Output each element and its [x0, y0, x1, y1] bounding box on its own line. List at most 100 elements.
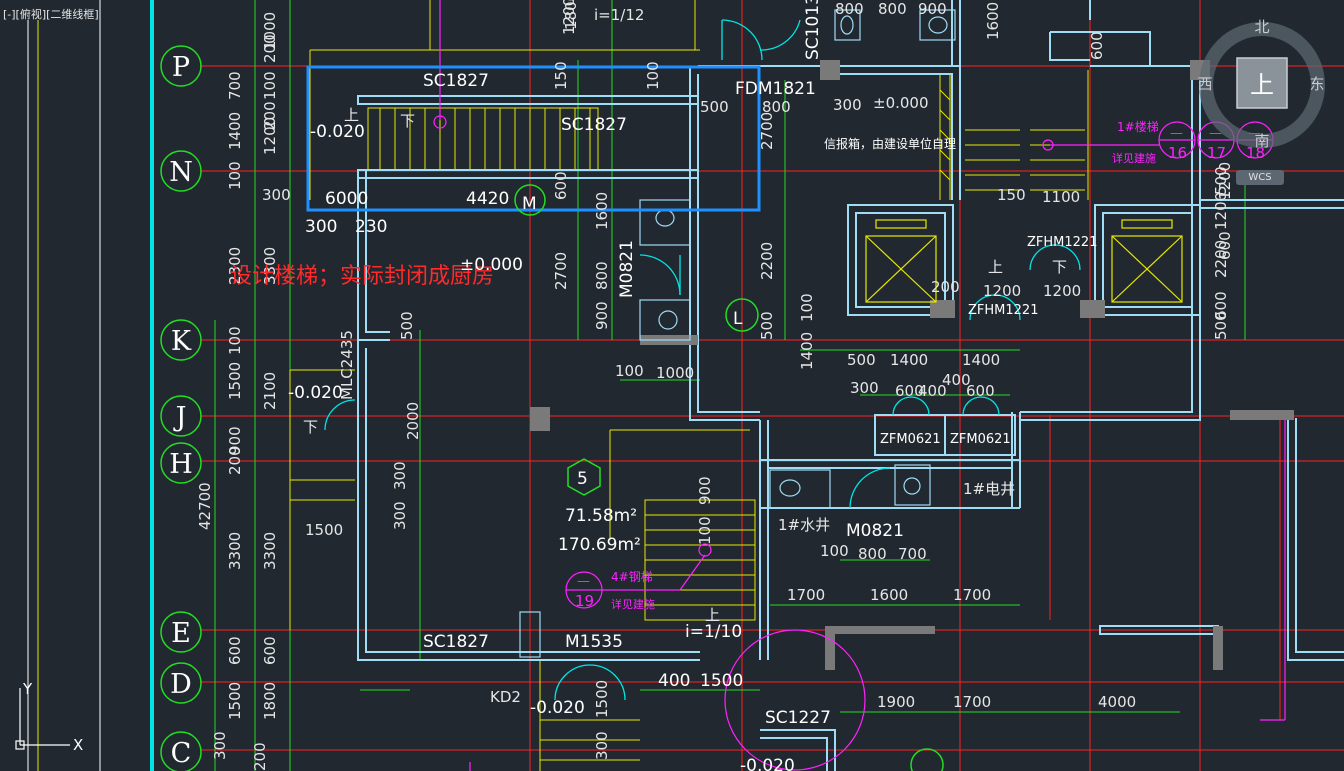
wcs-dropdown[interactable]: WCS	[1236, 170, 1284, 185]
svg-text:1700: 1700	[953, 586, 991, 604]
svg-text:200: 200	[931, 278, 960, 296]
svg-text:1000: 1000	[656, 364, 694, 382]
dimension-lines	[214, 0, 1246, 771]
svg-text:200: 200	[261, 101, 279, 130]
svg-text:800: 800	[762, 98, 791, 116]
viewcube-widget[interactable]: 上 北 南 东 西	[1195, 18, 1330, 153]
svg-text:1200: 1200	[1216, 162, 1234, 200]
svg-text:300: 300	[850, 379, 879, 397]
svg-text:200: 200	[261, 34, 279, 63]
svg-text:5: 5	[577, 469, 588, 489]
svg-text:1200: 1200	[261, 117, 279, 155]
svg-text:SC1827: SC1827	[423, 632, 489, 652]
svg-text:100: 100	[261, 71, 279, 100]
svg-text:1500: 1500	[226, 682, 244, 720]
svg-text:上: 上	[705, 606, 720, 624]
compass-east[interactable]: 东	[1309, 75, 1324, 93]
svg-text:19: 19	[575, 592, 594, 610]
svg-text:16: 16	[1168, 144, 1187, 162]
svg-text:900: 900	[593, 301, 611, 330]
stair-lines	[289, 0, 1089, 771]
svg-text:信报箱，由建设单位自理: 信报箱，由建设单位自理	[824, 136, 956, 151]
svg-text:300: 300	[391, 501, 409, 530]
svg-text:±0.000: ±0.000	[873, 94, 929, 112]
stair-reference-labels: 1#楼梯 详见建施 16 17 18 — — — 4#钢梯 详见建施 19 —	[575, 119, 1265, 611]
door-swings	[324, 19, 1081, 701]
svg-text:200: 200	[251, 742, 269, 771]
svg-text:400: 400	[942, 371, 971, 389]
compass-south[interactable]: 南	[1254, 132, 1269, 150]
drawing-labels: SC1827 SC1827 SC1827 -0.020 -0.020 -0.02…	[288, 0, 1097, 771]
svg-text:MLC2435: MLC2435	[338, 330, 356, 400]
svg-text:600: 600	[895, 382, 924, 400]
svg-text:400: 400	[658, 671, 690, 691]
svg-text:700: 700	[898, 545, 927, 563]
svg-text:3300: 3300	[261, 247, 279, 285]
grid-axis-label: D	[170, 669, 192, 700]
sanitary-fixtures	[519, 9, 956, 658]
grid-axis-label: H	[169, 449, 193, 480]
svg-text:2000: 2000	[404, 402, 422, 440]
grid-axis-bubbles	[160, 45, 944, 771]
svg-text:1200: 1200	[1043, 282, 1081, 300]
svg-text:下: 下	[1052, 258, 1067, 276]
svg-text:SC1227: SC1227	[765, 708, 831, 728]
ucs-y-label: Y	[22, 680, 33, 698]
svg-text:M: M	[522, 194, 537, 214]
svg-text:i=1/12: i=1/12	[594, 6, 644, 24]
viewport-controls-label[interactable]: [-][俯视][二维线框]	[3, 8, 99, 21]
svg-text:600: 600	[966, 382, 995, 400]
svg-text:230: 230	[355, 217, 387, 237]
compass-west[interactable]: 西	[1197, 75, 1212, 93]
selection-rectangle[interactable]	[306, 65, 761, 212]
svg-text:200: 200	[226, 446, 244, 475]
viewcube-top-face[interactable]	[1236, 57, 1288, 109]
svg-text:2100: 2100	[261, 372, 279, 410]
svg-text:1000: 1000	[261, 12, 279, 50]
svg-text:600: 600	[1212, 291, 1230, 320]
svg-text:1600: 1600	[870, 586, 908, 604]
axis-5-hexagon	[567, 458, 601, 496]
svg-text:18: 18	[1246, 144, 1265, 162]
svg-text:100: 100	[696, 516, 714, 545]
svg-text:700: 700	[226, 71, 244, 100]
building-walls	[357, 0, 1344, 771]
svg-text:500: 500	[1212, 166, 1230, 195]
svg-text:上: 上	[988, 258, 1003, 276]
svg-text:900: 900	[226, 426, 244, 455]
svg-text:600: 600	[1216, 231, 1234, 260]
svg-text:1700: 1700	[953, 693, 991, 711]
svg-text:M1535: M1535	[565, 632, 623, 652]
svg-text:ZFHM1221: ZFHM1221	[1027, 235, 1097, 250]
svg-text:—: —	[577, 574, 590, 589]
svg-text:1#楼梯: 1#楼梯	[1117, 119, 1159, 134]
svg-text:1500: 1500	[700, 671, 743, 691]
svg-text:4000: 4000	[1098, 693, 1136, 711]
svg-text:500: 500	[700, 98, 729, 116]
svg-text:800: 800	[593, 261, 611, 290]
svg-text:ZFHM1221: ZFHM1221	[968, 303, 1038, 318]
svg-text:800: 800	[835, 0, 864, 18]
svg-text:17: 17	[1207, 144, 1226, 162]
svg-text:150: 150	[997, 186, 1026, 204]
svg-text:2200: 2200	[758, 242, 776, 280]
svg-text:1500: 1500	[593, 680, 611, 718]
grid-axis-label: K	[171, 326, 192, 357]
svg-text:1500: 1500	[305, 521, 343, 539]
svg-text:100: 100	[226, 326, 244, 355]
svg-text:1400: 1400	[890, 351, 928, 369]
svg-text:-0.020: -0.020	[288, 383, 343, 403]
svg-text:2200: 2200	[1212, 240, 1230, 278]
svg-text:600: 600	[552, 171, 570, 200]
compass-north[interactable]: 北	[1254, 18, 1269, 36]
svg-text:800: 800	[878, 0, 907, 18]
svg-text:600: 600	[226, 636, 244, 665]
grid-axis-label: N	[169, 157, 193, 188]
svg-text:1500: 1500	[226, 362, 244, 400]
svg-text:300: 300	[833, 96, 862, 114]
svg-text:-0.020: -0.020	[530, 698, 585, 718]
grid-axis-label: J	[173, 402, 187, 433]
svg-text:i=1/10: i=1/10	[685, 622, 742, 642]
svg-text:1400: 1400	[798, 332, 816, 370]
